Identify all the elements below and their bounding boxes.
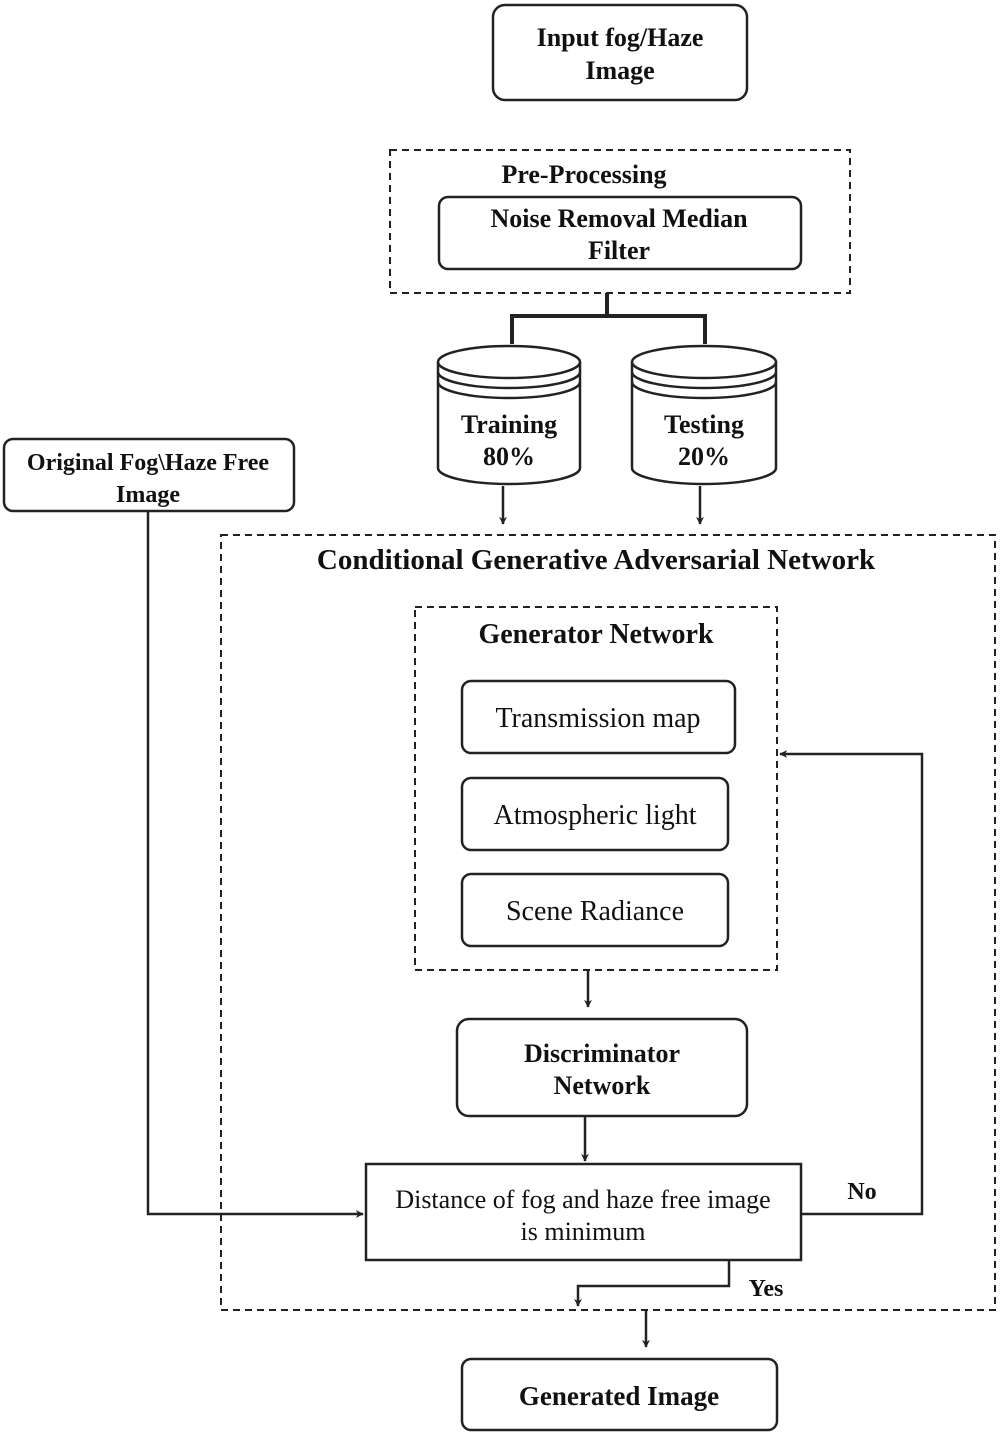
original-image-label-2: Image xyxy=(116,482,180,508)
original-to-decision-arrow xyxy=(146,511,364,1218)
generated-image-node: Generated Image xyxy=(460,1357,779,1432)
decision-node: Distance of fog and haze free image is m… xyxy=(364,1162,803,1262)
discriminator-node: Discriminator Network xyxy=(455,1017,749,1118)
testing-database: Testing 20% xyxy=(630,344,778,486)
training-label-2: 80% xyxy=(483,442,535,471)
noise-removal-label-2: Filter xyxy=(588,236,650,265)
atmospheric-light-label: Atmospheric light xyxy=(494,800,697,831)
scene-radiance-node: Scene Radiance xyxy=(460,872,730,948)
original-image-label-1: Original Fog\Haze Free xyxy=(27,450,270,476)
yes-label: Yes xyxy=(749,1276,784,1302)
input-image-node: Input fog/Haze Image xyxy=(491,3,749,102)
input-image-label-2: Image xyxy=(585,56,654,85)
training-label-1: Training xyxy=(461,410,557,439)
yes-arrow xyxy=(574,1260,731,1307)
discriminator-label-1: Discriminator xyxy=(524,1039,680,1068)
original-image-node: Original Fog\Haze Free Image xyxy=(2,437,296,513)
split-connector xyxy=(510,293,707,344)
decision-label-1: Distance of fog and haze free image xyxy=(395,1185,770,1214)
preprocessing-title: Pre-Processing xyxy=(501,160,666,189)
transmission-map-node: Transmission map xyxy=(460,679,737,755)
preprocessing-group: Pre-Processing Noise Removal Median Filt… xyxy=(389,149,851,294)
transmission-map-label: Transmission map xyxy=(495,703,700,734)
generator-group: Generator Network xyxy=(414,606,778,971)
atmospheric-light-node: Atmospheric light xyxy=(460,776,730,852)
training-database: Training 80% xyxy=(436,344,582,486)
decision-label-2: is minimum xyxy=(521,1217,646,1246)
scene-radiance-label: Scene Radiance xyxy=(506,896,684,927)
testing-label-1: Testing xyxy=(664,410,744,439)
cgan-title: Conditional Generative Adversarial Netwo… xyxy=(317,544,876,576)
discriminator-label-2: Network xyxy=(554,1071,651,1100)
noise-removal-node: Noise Removal Median Filter xyxy=(437,195,803,271)
generated-image-label: Generated Image xyxy=(519,1381,719,1411)
generator-title: Generator Network xyxy=(478,619,714,650)
cgan-group: Conditional Generative Adversarial Netwo… xyxy=(220,534,996,1311)
no-feedback-arrow xyxy=(779,750,924,1216)
noise-removal-label-1: Noise Removal Median xyxy=(490,204,748,233)
input-image-label-1: Input fog/Haze xyxy=(537,23,704,52)
testing-label-2: 20% xyxy=(678,442,730,471)
no-label: No xyxy=(847,1179,876,1205)
